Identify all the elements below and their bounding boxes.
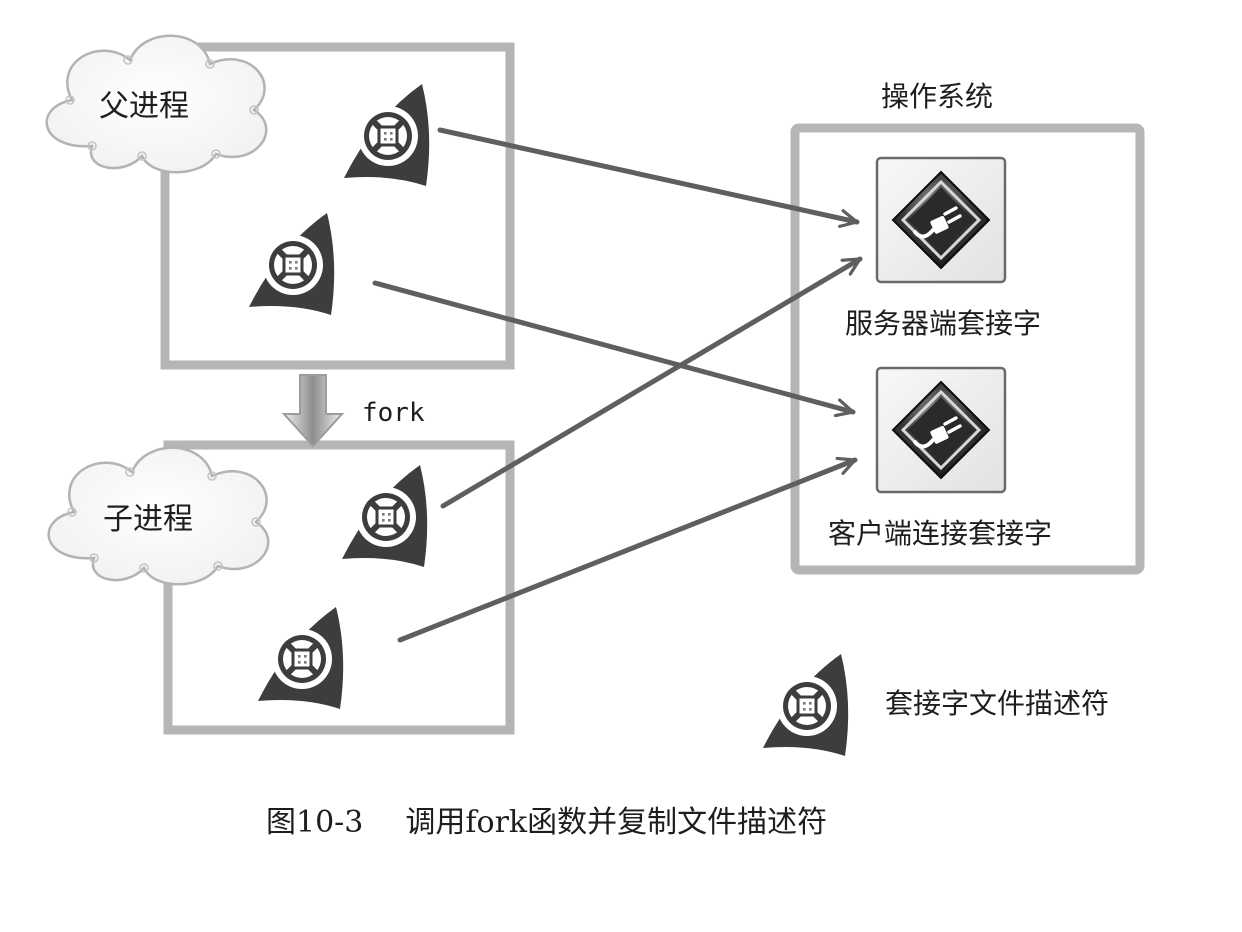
caption-text: 调用fork函数并复制文件描述符	[405, 805, 828, 840]
arrow-parent1-to-server	[437, 127, 860, 228]
client-socket-plug-icon	[875, 366, 1007, 494]
caption-number: 图10-3	[266, 805, 364, 840]
parent-process-label: 父进程	[99, 89, 189, 124]
fork-label: fork	[362, 398, 425, 428]
server-socket-label: 服务器端套接字	[845, 307, 1042, 340]
figure-caption: 图10-3 调用fork函数并复制文件描述符	[266, 806, 827, 840]
arrow-child2-to-client	[397, 456, 858, 643]
arrow-parent2-to-client	[372, 280, 856, 418]
client-socket-label: 客户端连接套接字	[828, 517, 1053, 550]
os-label: 操作系统	[881, 80, 994, 113]
legend-descriptor-icon	[763, 654, 848, 756]
child-process-label: 子进程	[103, 502, 193, 537]
server-socket-plug-icon	[875, 156, 1007, 284]
fork-arrow-icon	[281, 374, 345, 448]
arrow-child1-to-server	[440, 256, 863, 509]
legend-label: 套接字文件描述符	[885, 687, 1110, 720]
